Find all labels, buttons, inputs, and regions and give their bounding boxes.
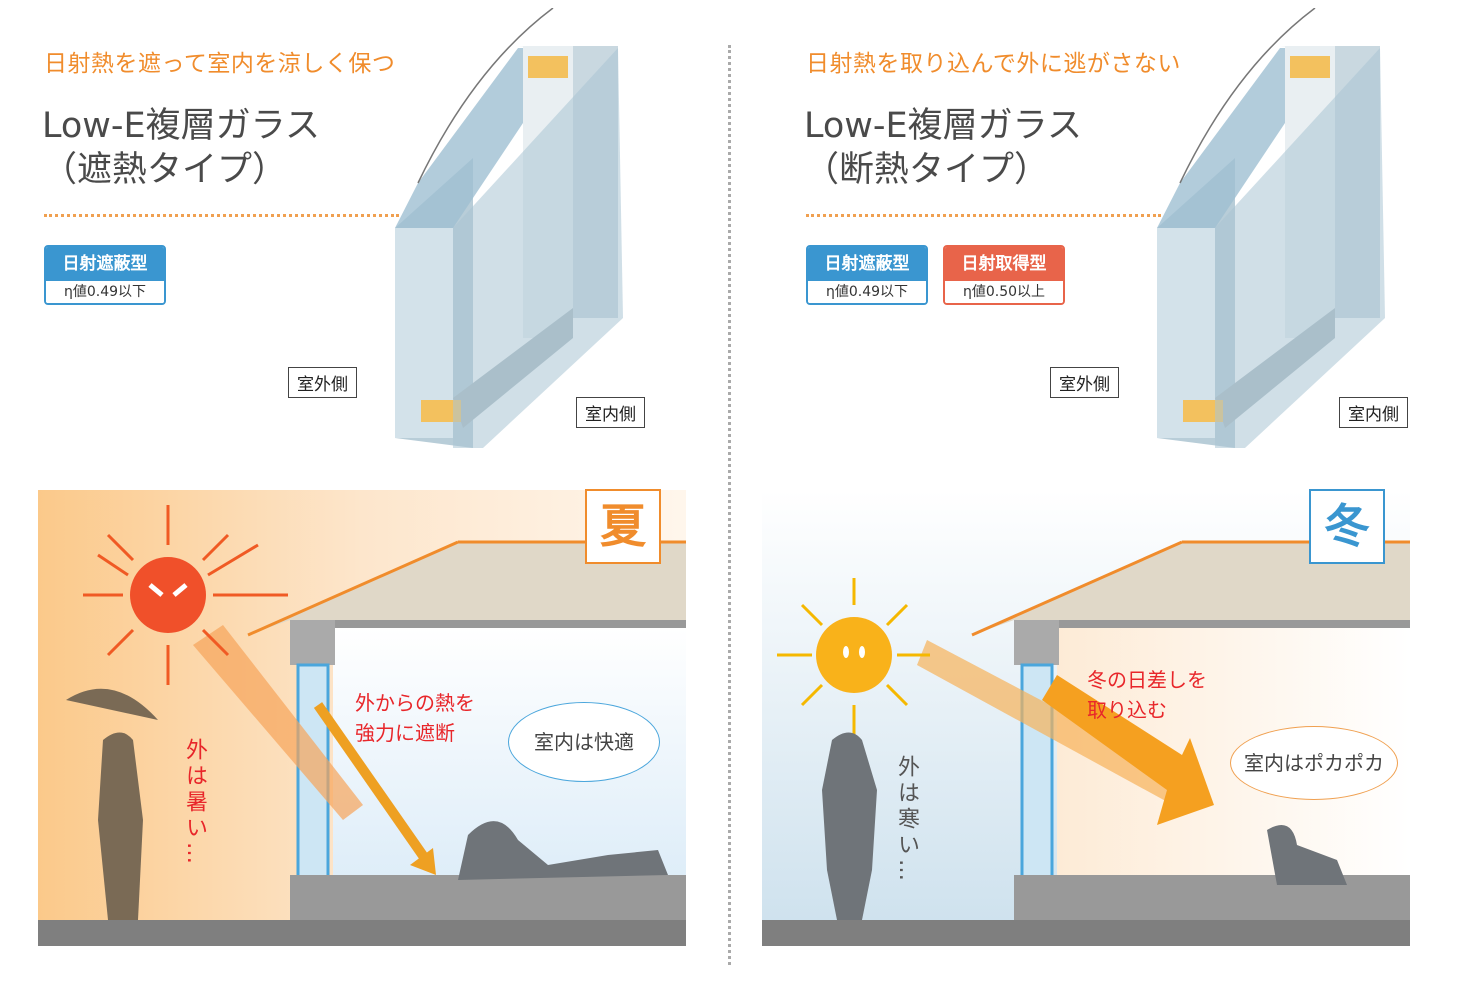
sun-icon — [130, 557, 206, 633]
badge-value: η値0.50以上 — [945, 281, 1063, 303]
glass-illustration — [395, 8, 623, 448]
page-title: Low-E複層ガラス （遮熱タイプ） — [42, 104, 320, 192]
badge-heading: 日射遮蔽型 — [46, 247, 164, 281]
season-badge-summer: 夏 — [585, 489, 661, 564]
badge-heading: 日射取得型 — [945, 247, 1063, 281]
panel-heat-shield: 日射熱を遮って室内を涼しく保つ Low-E複層ガラス （遮熱タイプ） 日射遮蔽型… — [38, 0, 738, 994]
title-line1: Low-E複層ガラス — [42, 106, 320, 146]
glass-illustration — [1157, 8, 1385, 448]
indoor-label: 室内側 — [576, 397, 645, 428]
season-badge-winter: 冬 — [1309, 489, 1385, 564]
caption: 冬の日差しを 取り込む — [1087, 665, 1207, 725]
sun-icon — [816, 617, 892, 693]
badge-value: η値0.49以下 — [46, 281, 164, 303]
dotted-divider — [44, 214, 399, 217]
badge-solar-shield: 日射遮蔽型 η値0.49以下 — [44, 245, 166, 305]
subtitle: 日射熱を遮って室内を涼しく保つ — [44, 51, 396, 77]
badge-value: η値0.49以下 — [808, 281, 926, 303]
outdoor-label: 室外側 — [288, 367, 357, 398]
subtitle: 日射熱を取り込んで外に逃がさない — [806, 51, 1181, 77]
speech-bubble: 室内は快適 — [508, 702, 660, 782]
title-line1: Low-E複層ガラス — [804, 106, 1082, 146]
outside-text: 外は暑い… — [182, 738, 207, 868]
caption-line1: 外からの熱を — [355, 691, 475, 715]
caption: 外からの熱を 強力に遮断 — [355, 688, 475, 748]
page-title: Low-E複層ガラス （断熱タイプ） — [804, 104, 1082, 192]
title-line2: （遮熱タイプ） — [42, 150, 288, 190]
badge-heading: 日射遮蔽型 — [808, 247, 926, 281]
title-line2: （断熱タイプ） — [804, 150, 1050, 190]
outdoor-label: 室外側 — [1050, 367, 1119, 398]
caption-line2: 取り込む — [1087, 698, 1167, 722]
speech-bubble: 室内はポカポカ — [1230, 726, 1398, 800]
indoor-label: 室内側 — [1339, 397, 1408, 428]
center-divider — [728, 45, 731, 965]
outside-text: 外は寒い… — [894, 755, 919, 885]
caption-line1: 冬の日差しを — [1087, 668, 1207, 692]
badge-solar-gain: 日射取得型 η値0.50以上 — [943, 245, 1065, 305]
panel-heat-insulation: 日射熱を取り込んで外に逃がさない Low-E複層ガラス （断熱タイプ） 日射遮蔽… — [762, 0, 1462, 994]
badge-solar-shield: 日射遮蔽型 η値0.49以下 — [806, 245, 928, 305]
caption-line2: 強力に遮断 — [355, 721, 455, 745]
dotted-divider — [806, 214, 1161, 217]
